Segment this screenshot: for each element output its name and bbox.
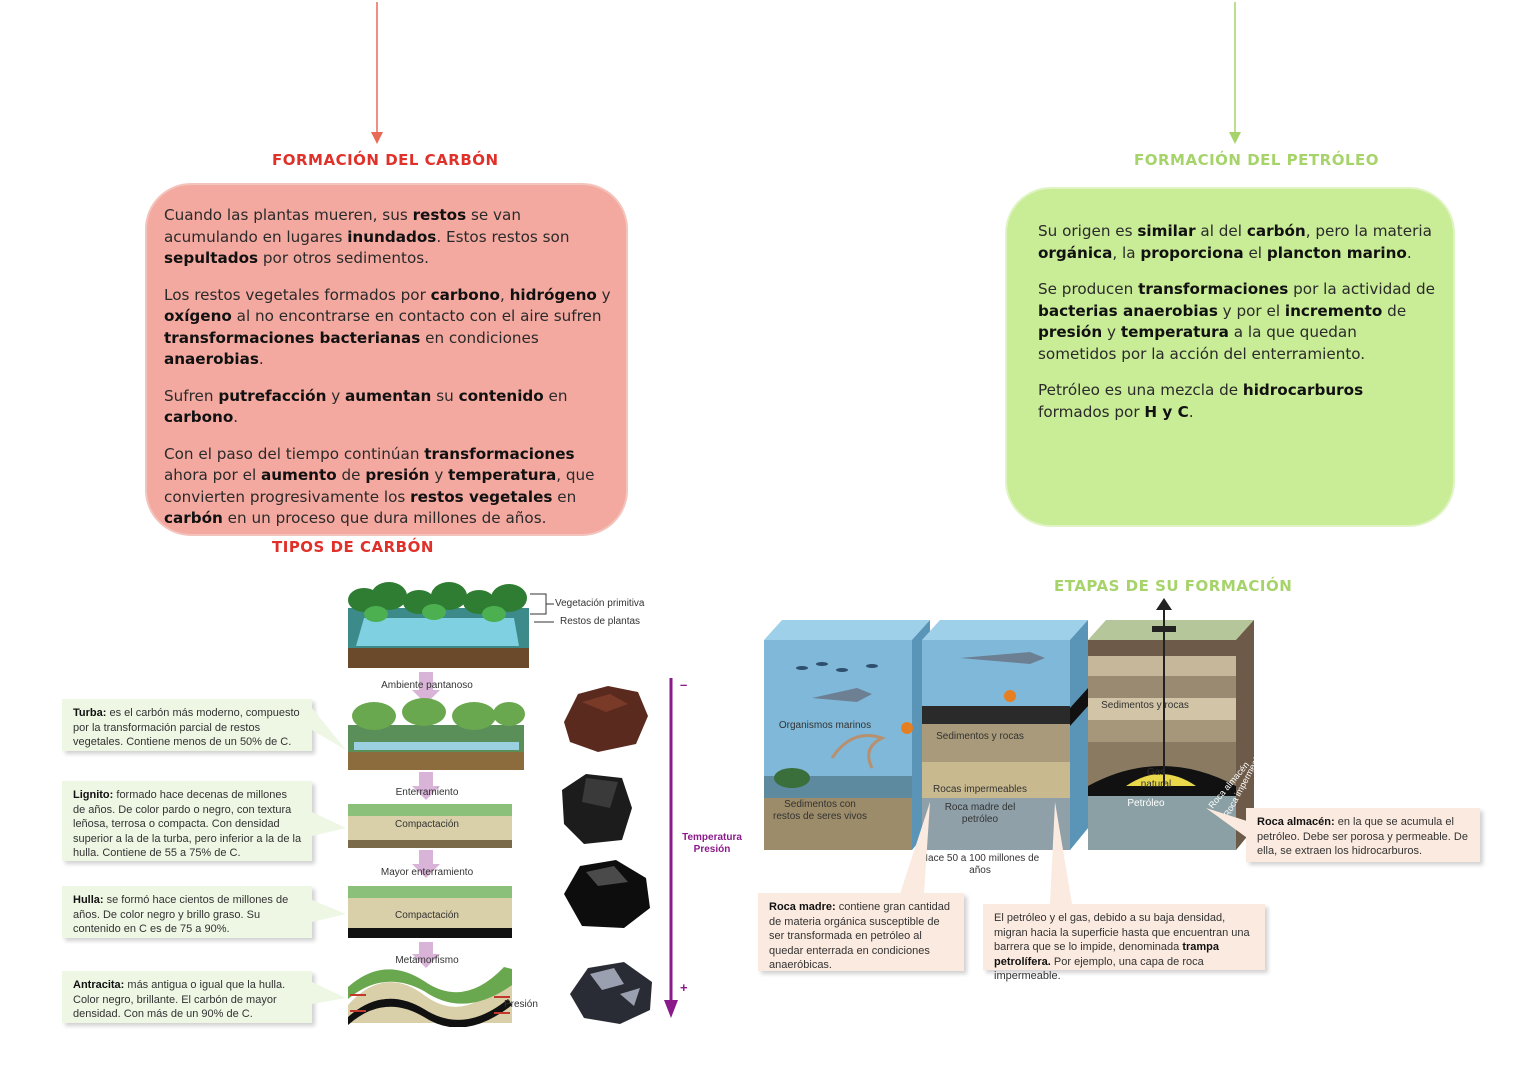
natural-gas-label: Gas natural bbox=[1140, 767, 1172, 790]
oil-formation-box: Su origen es similar al del carbón, pero… bbox=[1005, 187, 1455, 527]
down-arrow-4 bbox=[412, 954, 440, 968]
coal-paragraph: Los restos vegetales formados por carbon… bbox=[164, 285, 611, 369]
callout-lignito: Lignito: formado hace decenas de millone… bbox=[62, 781, 312, 861]
metamorphism-label: Metamorfismo bbox=[395, 955, 459, 966]
callout-antracita: Antracita: más antigua o igual que la hu… bbox=[62, 971, 312, 1023]
hulla-rock-sample bbox=[564, 860, 650, 928]
reservoir-stage-block bbox=[1088, 598, 1254, 850]
plant-remains-label: Restos de plantas bbox=[560, 616, 641, 627]
source-rock-label: Roca madre del petróleo bbox=[944, 802, 1016, 825]
coal-formation-box: Cuando las plantas mueren, sus restos se… bbox=[145, 183, 628, 536]
sediments-rocks-label: Sedimentos y rocas bbox=[936, 731, 1024, 742]
oil-callout-pointers bbox=[900, 802, 1250, 904]
oil-paragraph: Se producen transformaciones por la acti… bbox=[1038, 280, 1435, 363]
oil-stages-heading: ETAPAS DE SU FORMACIÓN bbox=[1054, 577, 1293, 595]
lignite-layers-block bbox=[348, 804, 512, 848]
oil-paragraph: Su origen es similar al del carbón, pero… bbox=[1038, 222, 1432, 262]
sediments-remains-label: Sedimentos con restos de seres vivos bbox=[773, 799, 867, 822]
arrow-stem-4 bbox=[419, 942, 433, 954]
greater-burial-label: Mayor enterramiento bbox=[380, 867, 474, 878]
sediment-stage-block bbox=[922, 620, 1088, 850]
axis-temp-text: Temperatura bbox=[682, 832, 742, 843]
compaction-label: Compactación bbox=[395, 819, 459, 830]
folded-anthracite-block bbox=[348, 967, 512, 1027]
callout-pointers bbox=[312, 708, 346, 1004]
oil-paragraphs: Su origen es similar al del carbón, pero… bbox=[1038, 221, 1435, 423]
callout-source-rock: Roca madre: contiene gran cantidad de ma… bbox=[758, 893, 964, 971]
callout-hulla: Hulla: se formó hace cientos de millones… bbox=[62, 886, 312, 938]
marine-organisms-label: Organismos marinos bbox=[778, 720, 872, 731]
vegetation-label: Vegetación primitiva bbox=[555, 598, 645, 609]
down-arrow-3 bbox=[412, 864, 440, 878]
down-arrow-2 bbox=[412, 786, 440, 800]
oil-paragraph: Petróleo es una mezcla de hidrocarburos … bbox=[1038, 381, 1364, 421]
arrow-stem-3 bbox=[419, 850, 433, 864]
peat-block bbox=[348, 698, 525, 770]
marine-stage-block bbox=[764, 620, 930, 850]
axis-minus: – bbox=[680, 677, 688, 692]
callout-turba: Turba: es el carbón más moderno, compues… bbox=[62, 699, 312, 751]
compaction2-label: Compactación bbox=[395, 910, 459, 921]
anthracite-rock-sample bbox=[570, 962, 652, 1024]
oil-connector-arrow bbox=[1229, 2, 1241, 144]
bracket-lines bbox=[530, 593, 554, 623]
swamp-label: Ambiente pantanoso bbox=[381, 680, 473, 691]
axis-plus: + bbox=[680, 980, 688, 995]
peat-rock-sample bbox=[564, 686, 648, 752]
burial-label: Enterramiento bbox=[395, 787, 459, 798]
pressure-label: Presión bbox=[504, 999, 538, 1010]
sediments-rocks2-label: Sedimentos y rocas bbox=[1101, 700, 1189, 711]
coal-heading: FORMACIÓN DEL CARBÓN bbox=[272, 151, 499, 169]
primitive-forest-block bbox=[348, 582, 529, 668]
arrow-stem-2 bbox=[419, 772, 433, 786]
arrow-stem-1 bbox=[419, 672, 433, 690]
coal-paragraph: Cuando las plantas mueren, sus restos se… bbox=[164, 206, 570, 267]
lignite-rock-sample bbox=[562, 774, 632, 844]
coal-paragraph: Sufren putrefacción y aumentan su conten… bbox=[164, 386, 568, 427]
time-label: Hace 50 a 100 millones de años bbox=[920, 853, 1040, 876]
temp-label: Temperatura Presión bbox=[675, 832, 749, 856]
oil-heading: FORMACIÓN DEL PETRÓLEO bbox=[1134, 151, 1380, 169]
coal-paragraph: Con el paso del tiempo continúan transfo… bbox=[164, 444, 595, 528]
coal-paragraphs: Cuando las plantas mueren, sus restos se… bbox=[164, 205, 616, 530]
oil-label: Petróleo bbox=[1127, 798, 1165, 809]
impermeable-rocks-label: Rocas impermeables bbox=[933, 784, 1027, 795]
hulla-layers-block bbox=[348, 886, 512, 938]
callout-reservoir-rock: Roca almacén: en la que se acumula el pe… bbox=[1246, 808, 1480, 862]
coal-types-heading: TIPOS DE CARBÓN bbox=[272, 538, 434, 556]
axis-pressure-text: Presión bbox=[693, 844, 731, 855]
temp-pressure-axis bbox=[664, 678, 678, 1018]
coal-connector-arrow bbox=[371, 2, 383, 144]
callout-oil-trap: El petróleo y el gas, debido a su baja d… bbox=[983, 904, 1265, 982]
